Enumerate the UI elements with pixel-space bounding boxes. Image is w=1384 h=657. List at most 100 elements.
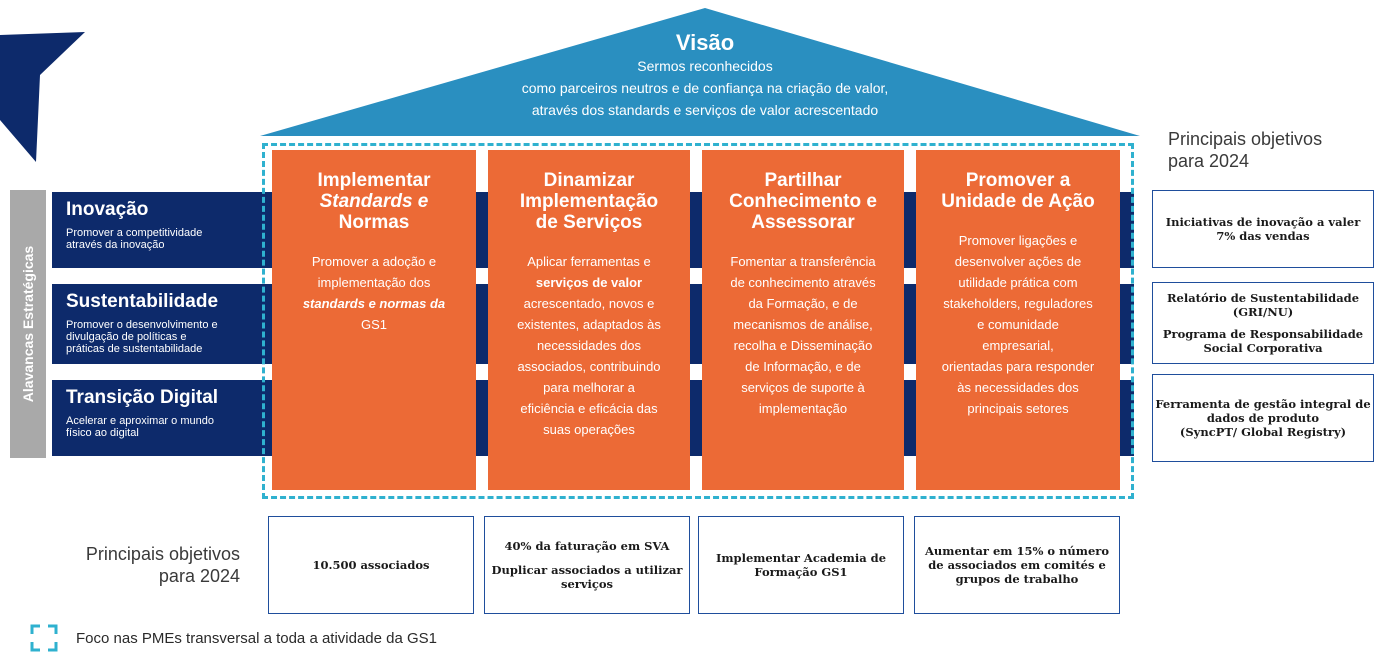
objective-line: Programa de Responsabilidade	[1162, 327, 1364, 341]
pillar-body-line: utilidade prática com	[958, 275, 1078, 290]
objective-line: Aumentar em 15% o número	[925, 544, 1109, 558]
pillar-body-line: principais setores	[967, 401, 1069, 416]
objective-line: serviços	[560, 577, 614, 591]
pillar-title-line: Conhecimento e	[729, 191, 877, 212]
lever-desc: através da inovação	[66, 239, 165, 251]
objective-line: grupos de trabalho	[955, 572, 1079, 586]
bottom-objectives-heading: Principais objetivos para 2024	[40, 543, 240, 587]
right-objective-transicao: Ferramenta de gestão integral de dados d…	[1152, 374, 1374, 462]
right-objective-inovacao: Iniciativas de inovação a valer 7% das v…	[1152, 190, 1374, 268]
pillar-title-line: Promover a	[965, 170, 1071, 191]
pillar-title-line: Normas	[338, 212, 410, 233]
lever-transicao-digital: Transição Digital Acelerar e aproximar o…	[52, 380, 262, 456]
lever-desc: Acelerar e aproximar o mundo	[66, 415, 214, 427]
pillar-body-line: serviços de valor	[535, 275, 643, 290]
levers-bar	[10, 190, 46, 458]
objective-line: dados de produto	[1206, 411, 1320, 425]
bottom-objective-standards: 10.500 associados	[268, 516, 474, 614]
objective-line: Duplicar associados a utilizar	[491, 563, 683, 577]
lever-title: Inovação	[66, 199, 149, 220]
pillar-body-line: acrescentado, novos e	[523, 296, 655, 311]
right-objective-sustentabilidade: Relatório de Sustentabilidade (GRI/NU) P…	[1152, 282, 1374, 364]
right-objectives-heading: Principais objetivos para 2024	[1168, 128, 1378, 172]
objective-line: Ferramenta de gestão integral de	[1155, 397, 1371, 411]
vision-title: Visão	[675, 30, 735, 55]
lever-inovacao: Inovação Promover a competitividade atra…	[52, 192, 262, 268]
pillar-body-line: orientadas para responder	[941, 359, 1095, 374]
pillar-title-line: Dinamizar	[543, 170, 635, 191]
pillar-body-line: stakeholders, reguladores	[943, 296, 1093, 311]
pillar-body-line: Aplicar ferramentas e	[527, 254, 651, 269]
pillar-body-line: existentes, adaptados às	[517, 317, 661, 332]
pillar-body-line: de conhecimento através	[730, 275, 876, 290]
pillar-body-line: Promover ligações e	[958, 233, 1078, 248]
objective-line: 7% das vendas	[1216, 229, 1310, 243]
pillar-body-line: de Informação, e de	[745, 359, 861, 374]
pillar-body-line: eficiência e eficácia das	[520, 401, 658, 416]
lever-title: Transição Digital	[66, 387, 219, 408]
pillar-body-line: para melhorar a	[543, 380, 635, 395]
heading-line: para 2024	[1168, 151, 1250, 171]
heading-line: para 2024	[158, 566, 240, 586]
pillar-body-line: necessidades dos	[536, 338, 642, 353]
levers-label: Alavancas Estratégicas	[20, 245, 36, 403]
objective-line: Social Corporativa	[1203, 341, 1323, 355]
pillar-body-line: mecanismos de análise,	[733, 317, 873, 332]
pillar-title-line: Partilhar	[764, 170, 842, 191]
lever-desc: físico ao digital	[66, 427, 139, 439]
bottom-objective-servicos: 40% da faturação em SVA Duplicar associa…	[484, 516, 690, 614]
pillar-body-line: standards e normas da	[302, 296, 446, 311]
star-logo-icon	[0, 32, 85, 162]
pillar-title-line: de Serviços	[535, 212, 643, 233]
legend-text: Foco nas PMEs transversal a toda a ativi…	[76, 630, 438, 647]
pillar-body-line: Promover a adoção e	[311, 254, 437, 269]
pillar-body-line: Fomentar a transferência	[730, 254, 876, 269]
pillar-body-line: implementação	[758, 401, 848, 416]
objective-line: (GRI/NU)	[1232, 305, 1294, 319]
dashed-frame-legend-icon	[30, 624, 58, 652]
vision-line-3: através dos standards e serviços de valo…	[531, 102, 879, 118]
pillar-body-line: empresarial,	[982, 338, 1054, 353]
pillar-body-line: recolha e Disseminação	[733, 338, 873, 353]
heading-line: Principais objetivos	[85, 544, 240, 564]
sme-focus-frame	[262, 143, 1134, 499]
heading-line: Principais objetivos	[1168, 129, 1323, 149]
lever-desc: Promover a competitividade	[66, 227, 203, 239]
objective-line: de associados em comités e	[928, 558, 1106, 572]
lever-desc: divulgação de políticas e	[66, 331, 187, 343]
pillar-title-line: Standards e	[319, 191, 429, 212]
lever-desc: práticas de sustentabilidade	[66, 343, 203, 355]
pillar-title-line: Unidade de Ação	[941, 191, 1095, 212]
vision-line-2: como parceiros neutros e de confiança na…	[521, 80, 889, 96]
lever-desc: Promover o desenvolvimento e	[66, 319, 218, 331]
pillar-standards: Implementar Standards e Normas Promover …	[272, 150, 476, 490]
pillar-body-line: serviços de suporte à	[741, 380, 865, 395]
pillar-body-line: da Formação, e de	[748, 296, 858, 311]
pillar-unidade-acao: Promover a Unidade de Ação Promover liga…	[916, 150, 1120, 490]
pillar-body-line: associados, contribuindo	[517, 359, 661, 374]
lever-sustentabilidade: Sustentabilidade Promover o desenvolvime…	[52, 284, 262, 364]
lever-title: Sustentabilidade	[66, 291, 219, 312]
objective-line: 10.500 associados	[312, 558, 430, 572]
pillar-body-line: desenvolver ações de	[954, 254, 1082, 269]
objective-line: 40% da faturação em SVA	[504, 539, 670, 553]
pillar-servicos: Dinamizar Implementação de Serviços Apli…	[488, 150, 690, 490]
pillar-body-line: às necessidades dos	[957, 380, 1079, 395]
pillar-title-line: Implementar	[317, 170, 431, 191]
bottom-objective-conhecimento: Implementar Academia de Formação GS1	[698, 516, 904, 614]
pillar-title-line: Assessorar	[751, 212, 855, 233]
pillar-conhecimento: Partilhar Conhecimento e Assessorar Fome…	[702, 150, 904, 490]
objective-line: Relatório de Sustentabilidade	[1166, 291, 1360, 305]
pillar-title-line: Implementação	[519, 191, 659, 212]
pillar-body-line: implementação dos	[317, 275, 431, 290]
pillar-body-line: e comunidade	[977, 317, 1059, 332]
vision-line-1: Sermos reconhecidos	[637, 58, 773, 74]
objective-line: (SyncPT/ Global Registry)	[1179, 425, 1347, 439]
bottom-objective-unidade: Aumentar em 15% o número de associados e…	[914, 516, 1120, 614]
pillar-body-line: GS1	[360, 317, 387, 332]
objective-line: Formação GS1	[754, 565, 848, 579]
objective-line: Iniciativas de inovação a valer	[1165, 215, 1361, 229]
objective-line: Implementar Academia de	[715, 551, 887, 565]
pillar-body-line: suas operações	[543, 422, 635, 437]
